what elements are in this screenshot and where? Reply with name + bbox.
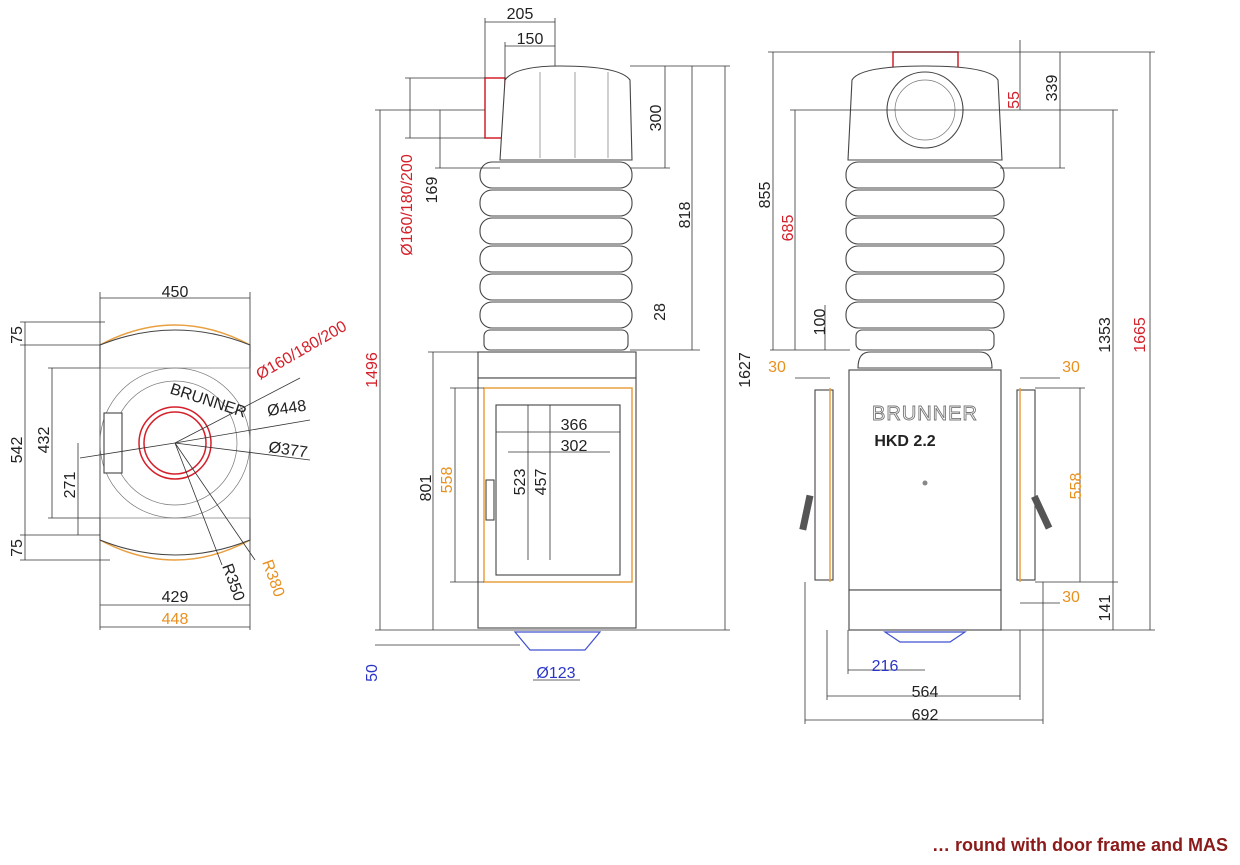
dim-dia-123: Ø123	[536, 665, 575, 682]
dim-150: 150	[517, 31, 544, 48]
dim-818: 818	[677, 202, 694, 229]
leader-flue	[174, 377, 301, 444]
dim-216: 216	[872, 658, 899, 675]
dim-685: 685	[780, 215, 797, 242]
dim-50: 50	[364, 664, 381, 682]
dim-448: 448	[162, 611, 189, 628]
dim-1627: 1627	[737, 352, 754, 388]
right-door	[1016, 389, 1036, 581]
dim-30-lower: 30	[1062, 589, 1080, 606]
dim-169: 169	[424, 177, 441, 204]
brand-logo: BRUNNER	[872, 403, 978, 425]
dim-523: 523	[512, 469, 529, 496]
door-frame-arc-top	[99, 324, 251, 346]
model-label: HKD 2.2	[874, 433, 935, 450]
dim-450: 450	[162, 284, 189, 301]
left-door	[814, 389, 834, 581]
flue-ring-outer	[138, 406, 212, 480]
dim-271: 271	[62, 472, 79, 499]
dim-28: 28	[652, 303, 669, 321]
dim-205: 205	[507, 6, 534, 23]
base	[848, 589, 1002, 631]
leader-377	[174, 442, 311, 461]
dim-1665: 1665	[1132, 317, 1149, 353]
dim-692: 692	[912, 707, 939, 724]
door-handle	[485, 479, 495, 521]
dim-dia-377: Ø377	[267, 439, 308, 461]
dim-75-bottom: 75	[9, 539, 26, 557]
dim-dia-448: Ø448	[266, 398, 307, 420]
dim-339: 339	[1044, 75, 1061, 102]
dim-558-side: 558	[1068, 473, 1085, 500]
dim-flue-diameter-front: Ø160/180/200	[399, 154, 416, 256]
air-connector-side	[883, 631, 967, 643]
dim-flue-diameter: Ø160/180/200	[254, 318, 350, 383]
flue-ring-inner	[143, 411, 207, 475]
dim-30-right: 30	[1062, 359, 1080, 376]
glass-door	[495, 404, 621, 576]
firebox-cap	[857, 351, 993, 369]
dim-r380: R380	[258, 558, 287, 600]
left-handle	[799, 494, 814, 531]
front-view: 205 150 300 Ø160/180/200 169 818 28 1496…	[364, 6, 754, 682]
convection-bellows-side	[845, 161, 1005, 351]
door-frame-arc-bottom	[99, 539, 251, 561]
leader-r350	[174, 442, 223, 566]
dim-429: 429	[162, 589, 189, 606]
door-frame	[483, 387, 633, 583]
leader-center	[79, 442, 176, 459]
dim-558-front: 558	[439, 467, 456, 494]
top-view-door	[103, 412, 123, 474]
side-view: BRUNNER HKD 2.2 855 685 55 339 100 1353 …	[757, 40, 1155, 724]
combustion-air-connector	[513, 631, 602, 651]
firebox-top	[477, 351, 637, 379]
dim-55: 55	[1006, 91, 1023, 109]
dim-100: 100	[812, 309, 829, 336]
dim-855: 855	[757, 182, 774, 209]
dim-302: 302	[561, 438, 588, 455]
right-handle	[1031, 494, 1053, 530]
dim-141: 141	[1097, 595, 1114, 622]
caption: … round with door frame and MAS	[932, 835, 1228, 855]
leader-448	[174, 419, 311, 444]
dim-542: 542	[9, 437, 26, 464]
leader-r380	[174, 442, 256, 561]
dim-30-left: 30	[768, 359, 786, 376]
dim-366: 366	[561, 417, 588, 434]
dim-300: 300	[648, 105, 665, 132]
dim-432: 432	[36, 427, 53, 454]
outer-ring	[99, 367, 251, 519]
dim-457: 457	[533, 469, 550, 496]
convection-hood	[499, 65, 633, 161]
convection-bellows	[479, 161, 633, 351]
dim-75-top: 75	[9, 326, 26, 344]
dim-1496: 1496	[364, 352, 381, 388]
firebox-side	[848, 369, 1002, 591]
dim-1353: 1353	[1097, 317, 1114, 353]
top-view: BRUNNER 450 75 542 432 271 75 Ø160/180/2…	[9, 284, 350, 630]
dim-801: 801	[418, 475, 435, 502]
dim-564: 564	[912, 684, 939, 701]
dim-r350: R350	[218, 562, 247, 604]
